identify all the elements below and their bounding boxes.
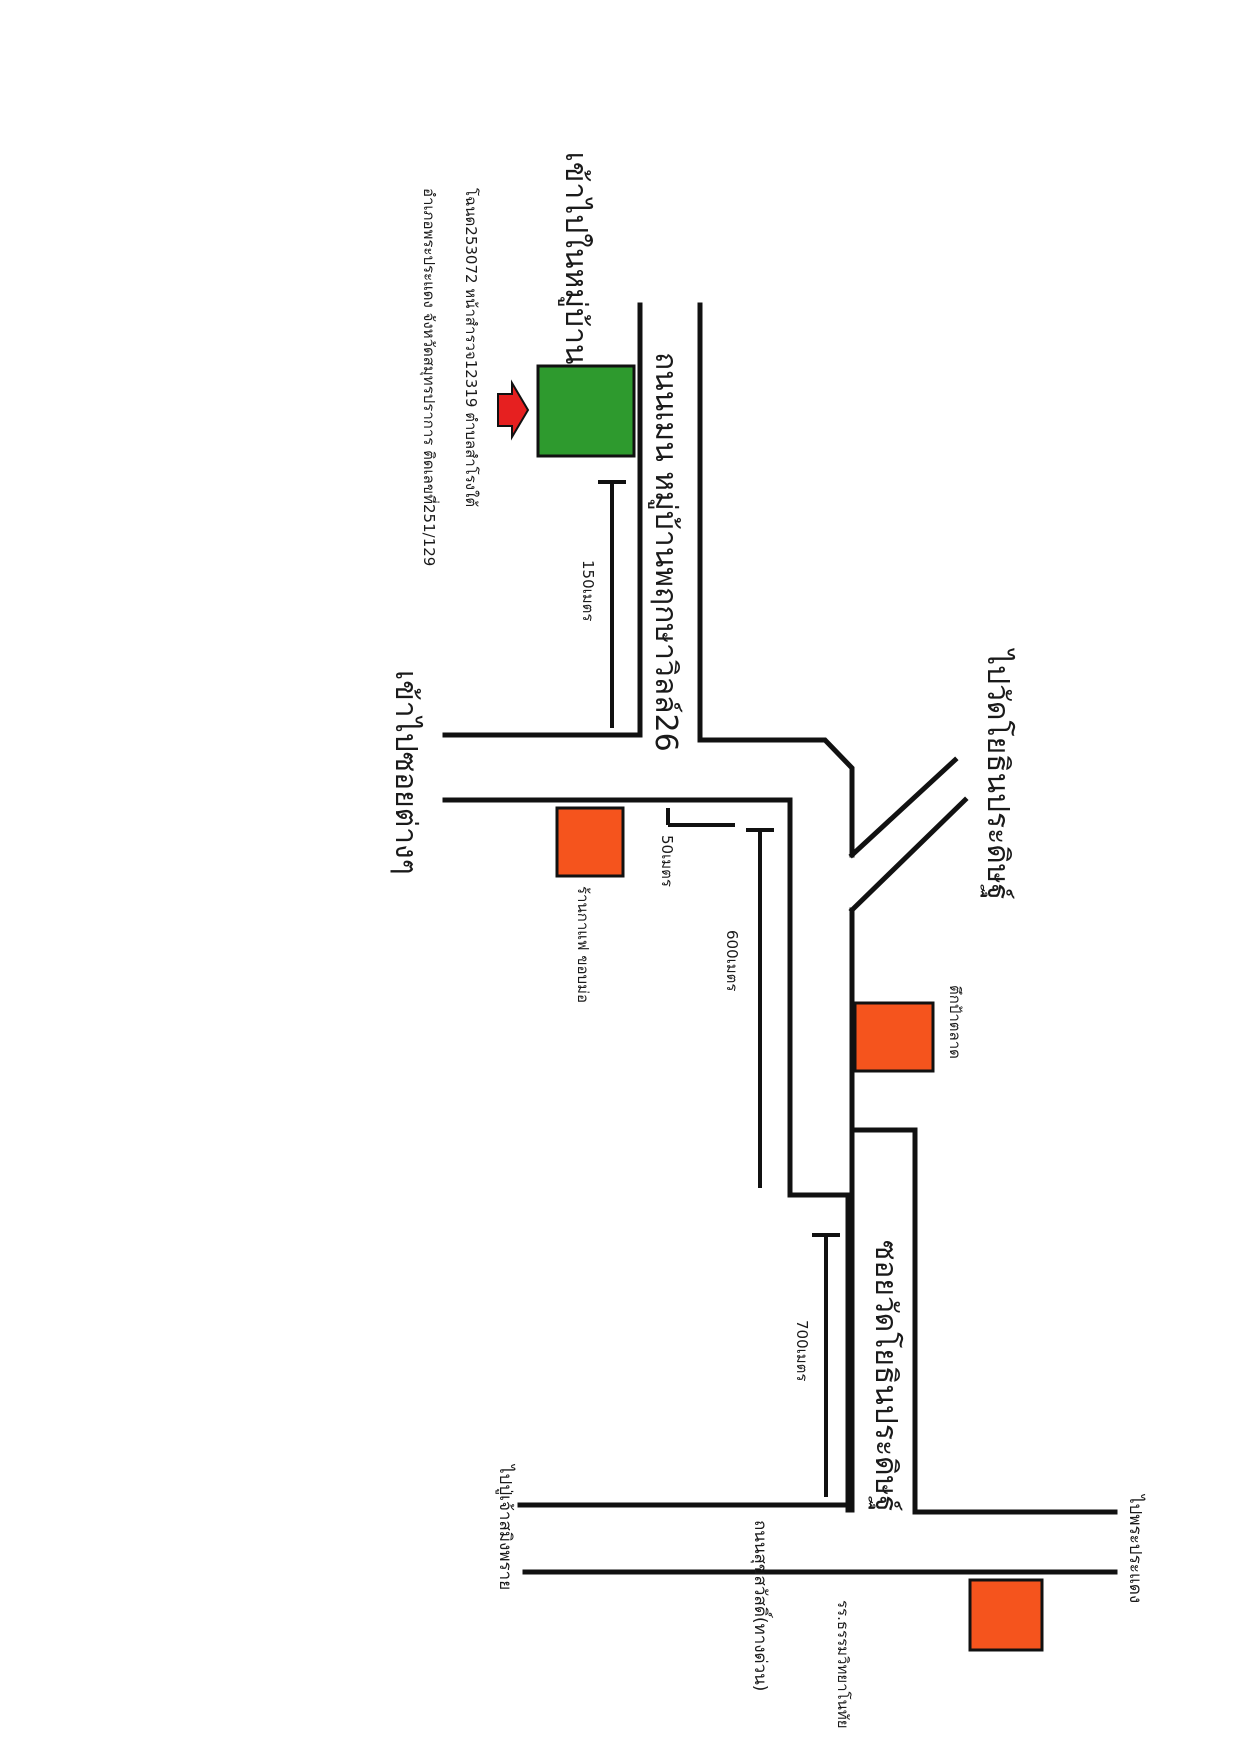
coffee-shop-box xyxy=(555,806,625,878)
arrow-right-icon xyxy=(497,379,530,441)
market-building-box xyxy=(853,1001,935,1073)
village-road-corner xyxy=(697,737,855,858)
distance-150-marker xyxy=(598,480,626,728)
cross-road-bottom xyxy=(442,797,851,1198)
distance-700-marker xyxy=(812,1233,840,1497)
label-distance-700: 700เมตร xyxy=(793,1320,811,1381)
label-to-phra-pradaeng: ไปพระประแดง xyxy=(1125,1493,1146,1603)
label-soi-wat: ซอยวัดโยธินประดิษฐ์ xyxy=(868,1240,904,1512)
label-distance-150: 150เมตร xyxy=(579,560,597,621)
label-to-other-soi: เข้าไปซอยต่างๆ xyxy=(388,670,424,875)
school-box xyxy=(968,1578,1044,1652)
label-address-line1: โฉนด253072 หน้าสำรวจ12319 ตำบลสำโรงใต้ xyxy=(462,188,480,507)
wat-road-diag-1 xyxy=(848,756,959,859)
label-coffee-shop: ร้านกาแฟ ขอบม่อ xyxy=(574,886,592,1003)
label-address-line2: อำเภอพระประแดง จังหวัดสมุทรปราการ ติดเลข… xyxy=(419,188,440,566)
label-into-village: เข้าไปในหมู่บ้าน xyxy=(558,152,594,365)
wat-road-diag-2 xyxy=(848,796,969,914)
label-distance-50: 50เมตร xyxy=(658,835,676,887)
label-distance-600: 600เมตร xyxy=(723,930,741,991)
distance-50-marker xyxy=(666,808,735,827)
label-main-road: ถนนสุขสวัสดิ์(ทางด่วน) xyxy=(750,1520,773,1691)
house-icon xyxy=(536,364,636,458)
soi-wat-edge-right xyxy=(849,1127,918,1513)
label-market-building: ตึกป้าตลาด xyxy=(946,985,964,1059)
label-to-pu-chao: ไปปู่เจ้าสมิงพราย xyxy=(495,1463,516,1590)
label-village-road: ถนนเมน หมู่บ้านพฤกษาวิลล์26 xyxy=(648,352,683,752)
distance-600-marker xyxy=(746,828,774,1188)
label-to-wat: ไปวัดโยธินประดิษฐ์ xyxy=(980,648,1016,900)
label-school: รร.ธรรมวิทยาโนทัย xyxy=(834,1600,852,1729)
